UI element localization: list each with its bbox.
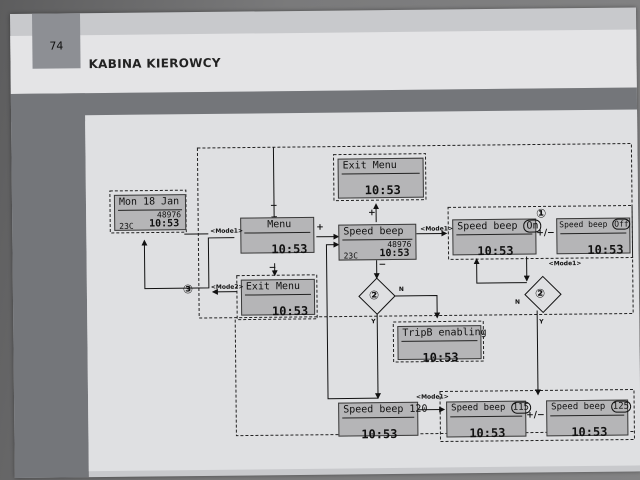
time-value: 10:53 (364, 182, 401, 198)
date-display: Mon 18 Jan 48976 23C 10:53 (113, 194, 187, 231)
minus-label: − (268, 263, 277, 274)
time-value: 10:53 (361, 426, 398, 442)
tripb-title: TripB enabling (402, 327, 487, 339)
time-value: 10:53 (469, 425, 506, 441)
time-value: 10:53 (271, 241, 308, 257)
lcd-rule (244, 231, 311, 234)
value-125: 125 (610, 400, 632, 413)
speed-beep-125-display: Speed beep 125 10:53 (546, 399, 632, 440)
diagram-connectors (109, 142, 635, 443)
exit-menu-title: Exit Menu (245, 280, 301, 293)
speed-beep-120-display: Speed beep 120 10:53 (338, 401, 428, 441)
lcd-rule (560, 232, 627, 235)
speed-beep-title: Speed beep On (457, 219, 542, 233)
circle-2-label: ② (534, 286, 546, 301)
lcd-rule (550, 414, 625, 417)
circle-3-label: ③ (182, 282, 194, 297)
time-value: 10:53 (271, 303, 309, 319)
n-label: N (515, 298, 521, 306)
minus-label: − (269, 201, 278, 212)
temperature-value: 23C (343, 251, 359, 261)
plus-label: + (368, 208, 376, 219)
time-value: 10:53 (379, 247, 410, 260)
lcd-rule (342, 416, 415, 419)
plus-minus-label: +/− (536, 228, 555, 239)
n-label: N (398, 285, 404, 293)
mode1-tag: <Mode1> (415, 393, 449, 401)
speed-beep-title: Speed beep 115 (451, 401, 532, 414)
temperature-value: 23C (119, 221, 134, 231)
tripb-display: TripB enabling 10:53 (397, 325, 487, 365)
flow-diagram: Mon 18 Jan 48976 23C 10:53 Menu 10:53 Ex… (85, 109, 640, 472)
speed-beep-on-display: Speed beep On 10:53 (452, 218, 542, 259)
section-title: KABINA KIEROWCY (88, 55, 221, 72)
side-band (10, 93, 89, 478)
time-value: 10:53 (149, 218, 180, 230)
time-value: 10:53 (571, 424, 608, 440)
mode1-tag: <Mode1> (210, 227, 244, 235)
speed-beep-115-display: Speed beep 115 10:53 (446, 400, 532, 441)
mode2-tag: <Mode2> (210, 283, 244, 291)
lcd-rule (456, 233, 533, 236)
mode1-tag: <Mode1> (420, 225, 453, 233)
circle-1-label: ① (536, 206, 547, 221)
speed-beep-title: Speed beep 125 (551, 400, 632, 413)
y-label: Y (371, 318, 376, 326)
exit-menu-title: Exit Menu (342, 159, 397, 172)
speed-beep-title: Speed beep (343, 225, 404, 238)
plus-minus-label: +/− (526, 410, 545, 421)
time-value: 10:53 (587, 242, 624, 257)
mode1-tag: <Mode1> (548, 260, 582, 268)
menu-display: Menu 10:53 (240, 216, 315, 257)
lcd-rule (341, 172, 420, 175)
speed-beep-120-title: Speed beep 120 (343, 403, 428, 416)
tripb-frame (392, 320, 485, 363)
decision-diamond-left (358, 277, 396, 315)
y-label: Y (539, 318, 544, 326)
speed-beep-display: Speed beep 48976 23C 10:53 (338, 223, 417, 261)
menu-title: Menu (267, 219, 292, 231)
decision-diamond-right (524, 275, 562, 314)
time-value: 10:53 (422, 350, 459, 365)
minus-label: − (378, 260, 387, 271)
menu-loop-frame (196, 142, 634, 319)
time-value: 10:53 (477, 243, 514, 259)
speed-beep-off-display: Speed beep Off 10:53 (556, 217, 631, 257)
speed-beep-title: Speed beep Off (559, 218, 631, 230)
circle-2-label: ② (368, 288, 380, 303)
plus-label: + (316, 222, 324, 233)
lcd-rule (450, 415, 523, 418)
off-value: Off (612, 218, 631, 230)
exit-menu-top-display: Exit Menu 10:53 (337, 157, 424, 199)
manual-page: 74 KABINA KIEROWCY (10, 7, 640, 478)
lcd-rule (244, 293, 311, 296)
page-number-tab: 74 (31, 13, 81, 69)
lcd-rule (401, 340, 478, 342)
exit-menu-bottom-display: Exit Menu 10:53 (240, 278, 316, 319)
date-title: Mon 18 Jan (118, 196, 180, 208)
speed-toggle-frame (447, 204, 634, 260)
page-number: 74 (49, 39, 64, 53)
exit-top-frame (332, 153, 427, 202)
